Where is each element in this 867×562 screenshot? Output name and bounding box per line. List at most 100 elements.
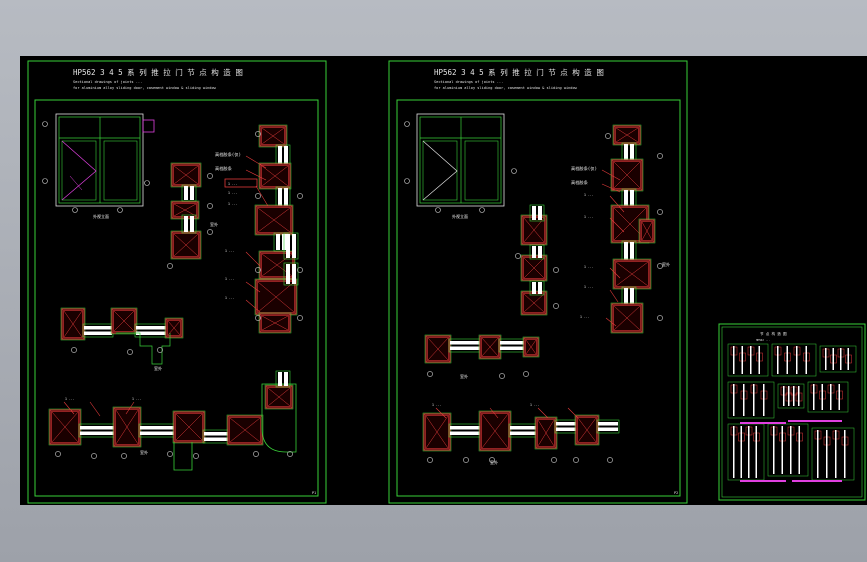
leader-line — [489, 407, 499, 419]
glass-pane — [621, 286, 637, 306]
profile-section — [172, 410, 206, 444]
leader-line — [609, 217, 625, 233]
profile-section — [226, 414, 264, 446]
reference-bubble — [207, 203, 213, 209]
leader-line — [89, 401, 101, 417]
glass-pane — [82, 323, 114, 338]
reference-bubble — [253, 451, 259, 457]
sheet1-callout-5: 1 ... — [228, 202, 238, 206]
mini-sheet-title: 节 点 构 造 图 — [760, 331, 787, 336]
reference-bubble — [127, 349, 133, 355]
leader-line — [609, 289, 619, 303]
profile-section — [520, 290, 548, 316]
sheet1-callout-3: 1 ... — [228, 182, 238, 186]
reference-bubble — [297, 267, 303, 273]
sheet1-elevation-label: 外视立面 — [93, 213, 109, 219]
leader-line — [125, 401, 135, 415]
sheet2-callout-1: 高档胶条(仅) — [571, 165, 597, 172]
reference-bubble — [657, 209, 663, 215]
profile-section — [48, 408, 82, 446]
sheet1-callout-6: 1 ... — [225, 249, 235, 253]
profile-section — [258, 124, 288, 148]
profile-section — [522, 336, 540, 358]
sheet1-callout-1: 高档胶条(仅) — [215, 151, 241, 158]
reference-bubble — [427, 457, 433, 463]
glass-pane — [529, 204, 545, 222]
sheet1-door-elevation: 外视立面 — [42, 113, 155, 219]
reference-bubble — [207, 229, 213, 235]
profile-section — [478, 334, 502, 360]
profile-details-layer — [48, 124, 857, 482]
reference-bubble — [499, 373, 505, 379]
sheet1-callout-10: 1 ... — [132, 397, 142, 401]
sheet2-callout-4: 1 ... — [584, 215, 594, 219]
profile-section — [254, 278, 298, 316]
glass-pane — [202, 429, 230, 444]
profile-section — [254, 204, 294, 236]
glass-pane — [275, 186, 291, 208]
reference-bubble — [71, 347, 77, 353]
leader-line — [601, 169, 621, 181]
glass-pane — [498, 338, 526, 353]
reference-bubble — [573, 457, 579, 463]
leader-line — [537, 407, 549, 419]
reference-bubble — [523, 371, 529, 377]
profile-section — [638, 218, 656, 244]
glass-pane — [181, 214, 197, 234]
sheet2-exterior-label-2: 室外 — [460, 373, 468, 379]
profile-section — [110, 307, 138, 335]
glass-pane — [621, 188, 637, 208]
glass-pane — [448, 338, 482, 353]
sheet1-page-number: P1 — [312, 491, 316, 495]
sheet1-callout-8: 1 ... — [225, 296, 235, 300]
drawing-sheet-1: HP562 3 4 5 系 列 推 拉 门 节 点 构 造 图 Sectiona… — [27, 60, 327, 504]
glass-pane — [554, 419, 578, 434]
glass-pane — [273, 232, 289, 252]
leader-line — [245, 155, 267, 169]
cad-drawing-canvas: HP562 3 4 5 系 列 推 拉 门 节 点 构 造 图 Sectiona… — [27, 60, 866, 504]
reference-bubble — [657, 315, 663, 321]
leader-line — [63, 401, 75, 415]
glass-pane — [448, 423, 482, 438]
profile-section — [478, 410, 512, 452]
cad-viewport[interactable]: HP562 3 4 5 系 列 推 拉 门 节 点 构 造 图 Sectiona… — [20, 56, 867, 505]
leader-line — [567, 407, 579, 419]
reference-bubble — [489, 457, 495, 463]
reference-bubble — [515, 253, 521, 259]
profile-section — [610, 158, 644, 192]
glass-pane — [621, 240, 637, 262]
profile-section — [610, 302, 644, 334]
reference-bubble — [657, 153, 663, 159]
sheet1-title: HP562 3 4 5 系 列 推 拉 门 节 点 构 造 图 — [73, 67, 243, 77]
sheet1-exterior-label-2: 室外 — [154, 365, 162, 371]
sheet2-callout-2: 高档胶条 — [571, 179, 589, 186]
sheet2-callout-6: 1 ... — [584, 285, 594, 289]
profile-section — [258, 162, 292, 190]
reference-bubble — [553, 303, 559, 309]
profile-section — [422, 412, 452, 452]
reference-bubble — [255, 267, 261, 273]
glass-pane — [283, 262, 299, 286]
reference-bubble — [255, 193, 261, 199]
sheet1-callout-9: 1 ... — [65, 397, 75, 401]
glass-pane — [283, 232, 299, 260]
sheet1-callout-4: 1 ... — [228, 191, 238, 195]
reference-bubble — [167, 451, 173, 457]
mini-sheet: 节 点 构 造 图 HP562 ... — [718, 323, 866, 501]
reference-bubble — [463, 457, 469, 463]
sheet1-subtitle-1: Sectional drawings of joints ... — [73, 80, 142, 84]
reference-bubble — [297, 315, 303, 321]
reference-bubble — [287, 451, 293, 457]
glass-pane — [275, 370, 291, 388]
leader-line — [255, 185, 269, 207]
sheet2-elevation-label: 外视立面 — [452, 213, 468, 219]
sheet2-page-number: P2 — [674, 491, 678, 495]
glass-pane — [596, 419, 620, 434]
sheet2-callout-8: 1 ... — [432, 403, 442, 407]
leader-line — [601, 183, 621, 193]
reference-bubble — [553, 267, 559, 273]
sheet2-title: HP562 3 4 5 系 列 推 拉 门 节 点 构 造 图 — [434, 67, 604, 77]
sheet2-callout-3: 1 ... — [584, 193, 594, 197]
sheet2-exterior-label-1: 室外 — [662, 261, 670, 267]
profile-section — [164, 317, 184, 339]
